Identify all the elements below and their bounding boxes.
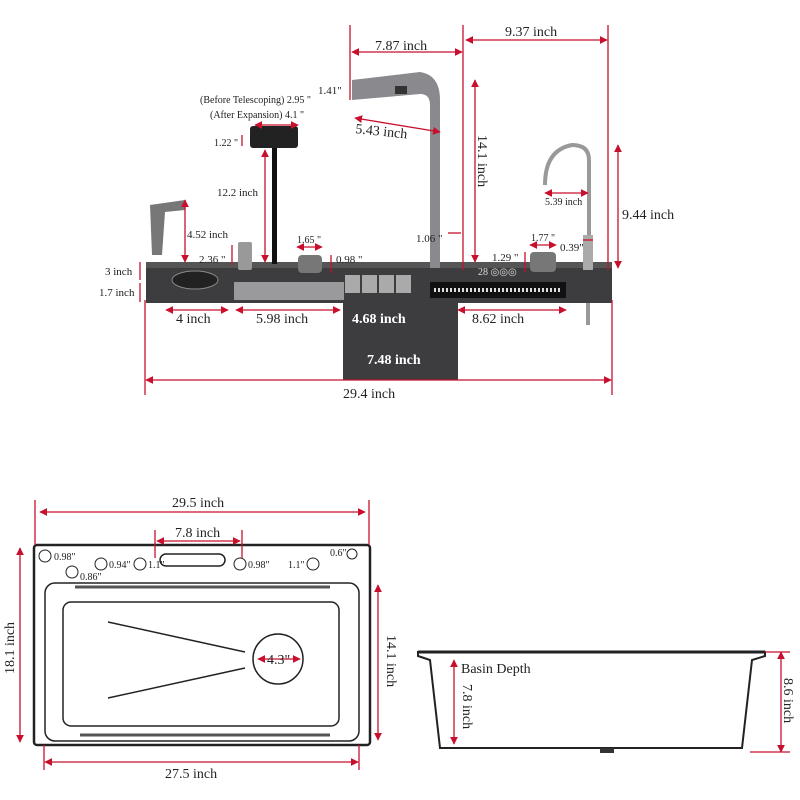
display-readout: 28 ◎◎◎ [478,267,517,278]
dim-faucet-diameter: 1.06 " [416,233,443,245]
dim-holder-pole: 12.2 inch [217,187,258,199]
dim-tap-diameter: 0.39" [560,242,584,254]
dim-ledge-height: 3 inch [105,266,133,278]
dim-cup-height: 0.98 " [336,254,363,266]
dim-basin-depth: 7.8 inch [459,684,474,729]
dim-drain-diameter: 4.3" [267,653,290,668]
dim-rinser-width: 4 inch [176,312,211,327]
dim-sprayer-height: 4.52 inch [187,229,228,241]
front-view: 28 ◎◎◎ [99,25,674,402]
dim-ledge-depth: 1.7 inch [99,287,135,299]
dim-holder-after: (After Expansion) 4.1 " [210,110,304,121]
cup-holder [298,255,322,273]
tap-shank [586,303,590,325]
dim-bin-width: 4.68 inch [352,312,406,327]
control-knob [530,252,556,272]
tap-base [583,235,593,270]
soap-dispenser [238,242,252,270]
hole-markers [38,548,358,579]
dim-inner-width: 27.5 inch [165,767,217,782]
top-view: 29.5 inch 7.8 inch 0.98" 0.86" 0.94" 1.1… [3,496,398,782]
dim-spout-length: 5.43 inch [355,122,408,142]
dim-drain-width: 8.62 inch [472,312,524,327]
dim-knob-height: 1.29 " [492,252,519,264]
dim-holder-before: (Before Telescoping) 2.95 " [200,95,311,106]
dim-hole-1: 0.98" [54,552,76,563]
dim-holder-height: 1.22 " [214,138,238,149]
dim-hole-5: 0.98" [248,560,270,571]
holder-pole [272,148,277,264]
dim-dispenser-height: 2.36 " [199,254,226,266]
faucet-display [395,86,407,94]
dim-faucet-reach: 7.87 inch [375,39,427,54]
dim-spout-height: 1.41" [318,85,342,97]
cup-rinser [171,270,219,290]
basin-floor [62,601,340,727]
slot-opening [159,553,226,567]
dim-inner-depth: 14.1 inch [383,635,398,687]
phone-holder [250,126,298,148]
basin-depth-label: Basin Depth [461,662,531,677]
dim-outer-depth: 18.1 inch [3,622,18,674]
waste-bin [343,303,458,380]
cutting-board [234,282,344,300]
basin-outline [44,582,360,742]
dim-slot-width: 7.8 inch [175,526,220,541]
dim-hole-4: 1.1" [148,560,165,571]
dim-hole-2: 0.86" [80,572,102,583]
dim-faucet-height: 14.1 inch [474,135,489,187]
dim-total-width: 29.4 inch [343,387,395,402]
dim-total-depth: 8.6 inch [780,678,795,723]
dim-tap-reach: 5.39 inch [545,197,582,208]
sink-outline [32,543,372,747]
dim-outer-width: 29.5 inch [172,496,224,511]
dim-hole-3: 0.94" [109,560,131,571]
dim-tap-height: 9.44 inch [622,208,674,223]
drinking-tap [543,142,591,268]
dim-bin-height: 7.48 inch [367,353,421,368]
dim-board-width: 5.98 inch [256,312,308,327]
side-view: Basin Depth 7.8 inch 8.6 inch [417,650,795,753]
dim-cup-width: 1.65 " [297,235,321,246]
main-faucet [352,72,440,268]
drain-stub [600,748,614,753]
dim-hole-7: 0.6" [330,548,347,559]
dim-hole-6: 1.1" [288,560,305,571]
control-buttons [345,275,411,293]
pull-sprayer [150,200,185,255]
dim-knob-width: 1.77 " [531,233,555,244]
drain-circle [252,633,304,685]
dim-faucet-right: 9.37 inch [505,25,557,40]
sink-rim [146,262,612,268]
